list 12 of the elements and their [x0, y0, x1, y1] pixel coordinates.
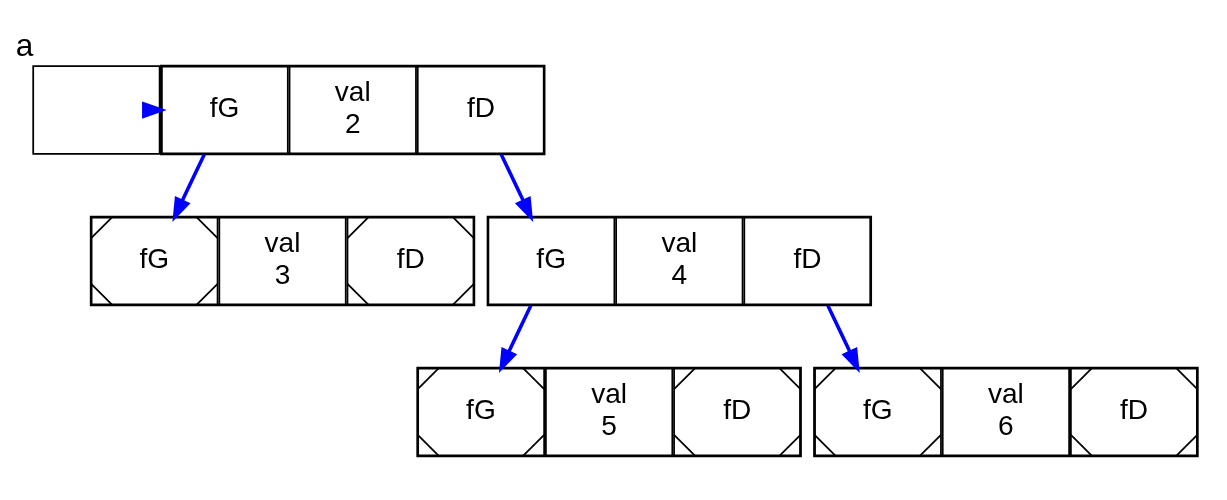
- arrow: [498, 304, 533, 373]
- arrow: [499, 153, 534, 222]
- arrow: [142, 100, 167, 119]
- node-box: fD: [743, 215, 872, 306]
- node-label: a: [15, 26, 34, 63]
- node-box: val 3: [218, 215, 347, 306]
- arrow: [826, 304, 860, 373]
- node-box: val 5: [545, 366, 674, 457]
- node-box: val 4: [615, 215, 744, 306]
- node-box: val 6: [941, 366, 1070, 457]
- arrow: [172, 153, 206, 222]
- node-box: val 2: [288, 64, 417, 155]
